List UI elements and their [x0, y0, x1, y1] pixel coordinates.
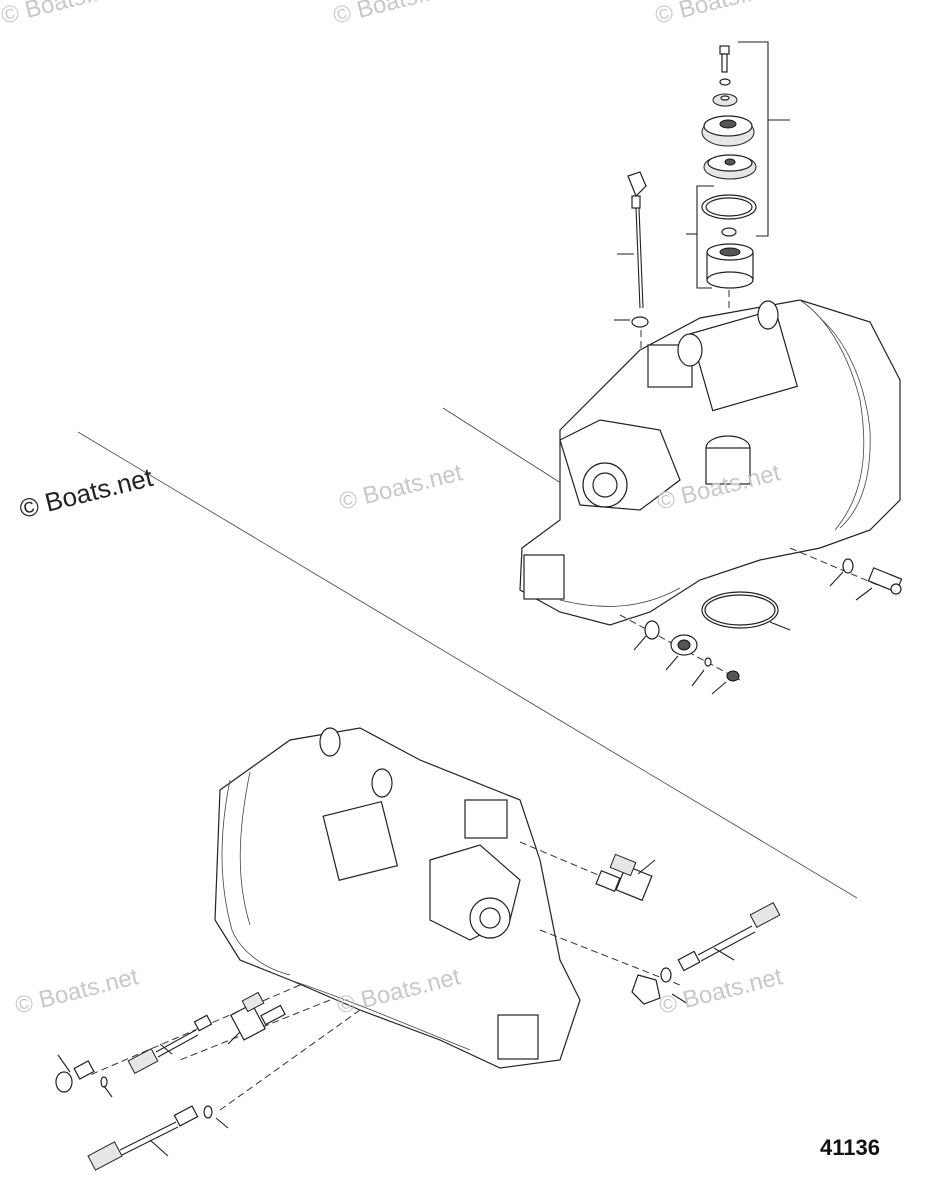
bracket-bearing-stack: [696, 185, 714, 289]
dipstick: [627, 171, 647, 309]
adapter-fitting: [631, 974, 661, 1005]
pressure-switch-harness: [127, 1014, 213, 1074]
bracket-cover-stack: [738, 41, 769, 237]
speed-sensor-harness: [677, 902, 781, 972]
harness-o-ring: [203, 1105, 213, 1119]
upper-housing: [519, 299, 901, 626]
separator-line: [77, 431, 858, 899]
plug-washer: [644, 620, 660, 640]
upper-transmission-assembly: [519, 41, 903, 695]
drain-plug: [670, 634, 698, 656]
cover-bolt: [719, 45, 731, 86]
sensor-o-ring: [660, 967, 672, 983]
figure-number: 41136: [820, 1135, 880, 1160]
plug-nut: [726, 670, 740, 682]
dipstick-seal: [631, 316, 649, 328]
oil-temp-sensor-harness: [87, 1105, 199, 1171]
temperature-sender: [867, 567, 903, 595]
shift-solenoid: [595, 853, 653, 902]
cover-plate: [703, 154, 757, 180]
adapter-plug-left: [55, 1060, 95, 1093]
bearing: [706, 243, 754, 289]
lower-transmission-assembly: [55, 727, 781, 1171]
pressure-sender: [230, 991, 286, 1041]
o-ring-small: [721, 227, 737, 237]
cover-cap: [701, 115, 755, 147]
small-o-ring-left: [100, 1076, 108, 1088]
lower-housing: [214, 727, 581, 1069]
leader-line-upper-housing: [442, 407, 576, 493]
sensor-washer: [842, 558, 854, 574]
